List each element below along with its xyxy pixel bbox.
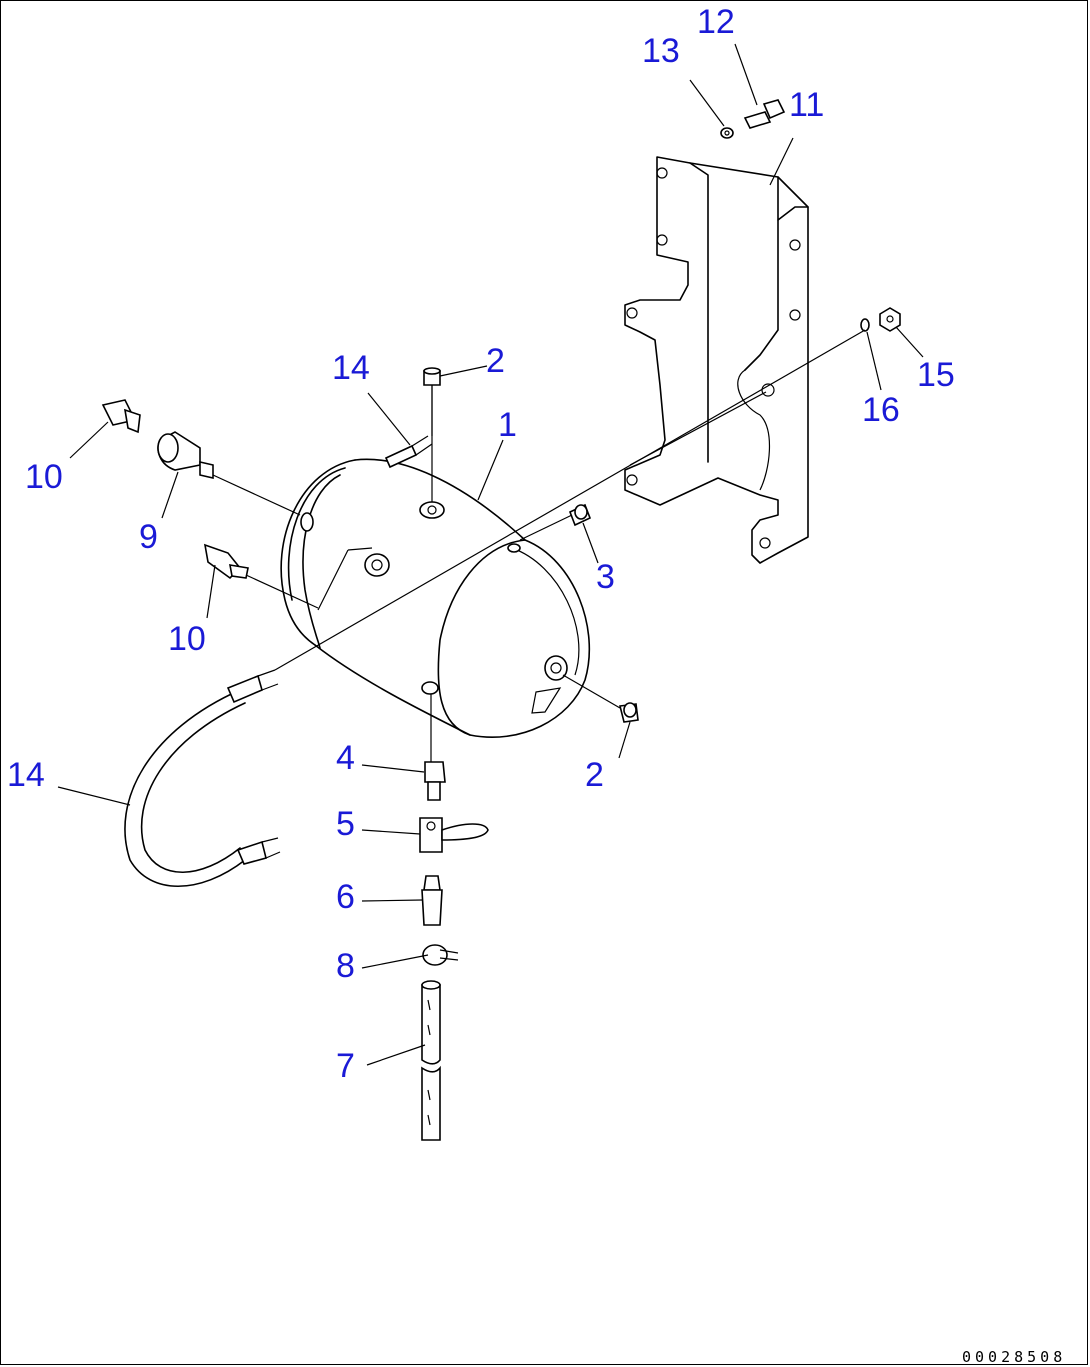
tube-14-upper	[384, 435, 433, 469]
hose-14	[124, 669, 281, 887]
callout-5: 5	[336, 805, 355, 843]
plug-2-front	[619, 702, 639, 723]
assembly-lines	[212, 329, 866, 762]
pressure-switch-9	[157, 431, 214, 480]
plug-3	[568, 503, 592, 527]
callout-2-top: 2	[486, 342, 505, 380]
fitting-4	[424, 761, 446, 801]
callout-9: 9	[139, 518, 158, 556]
leader-lines	[57, 43, 924, 1066]
drawing-code: 00028508	[962, 1348, 1066, 1366]
callout-12: 12	[697, 3, 735, 41]
fitting-6	[421, 875, 443, 926]
drain-cock-5	[419, 817, 489, 853]
callout-6: 6	[336, 878, 355, 916]
washer-16	[860, 318, 870, 332]
callout-11: 11	[789, 86, 824, 124]
callout-14-upper: 14	[332, 349, 370, 387]
callout-15: 15	[917, 356, 955, 394]
connector-10-lower	[203, 543, 249, 580]
callout-14-lower: 14	[7, 756, 45, 794]
mounting-bracket	[624, 156, 809, 564]
callout-labels: 1 2 2 3 4 5 6 7 8 9 10 10 11 12 13 14 14…	[7, 3, 955, 1085]
bolt-12	[743, 99, 786, 129]
callout-4: 4	[336, 739, 355, 777]
connector-10-upper	[101, 399, 141, 434]
callout-3: 3	[596, 558, 615, 596]
callout-1: 1	[498, 406, 517, 444]
callout-16: 16	[862, 391, 900, 429]
washer-13	[720, 127, 734, 139]
callout-2-front: 2	[585, 756, 604, 794]
callout-10-lower: 10	[168, 620, 206, 658]
air-tank	[280, 458, 591, 739]
clamp-8	[422, 944, 459, 966]
callout-10-upper: 10	[25, 458, 63, 496]
hose-7	[421, 980, 441, 1141]
plug-2-top	[423, 367, 441, 386]
callout-13: 13	[642, 32, 680, 70]
callout-7: 7	[336, 1047, 355, 1085]
nut-15	[879, 307, 901, 332]
callout-8: 8	[336, 947, 355, 985]
